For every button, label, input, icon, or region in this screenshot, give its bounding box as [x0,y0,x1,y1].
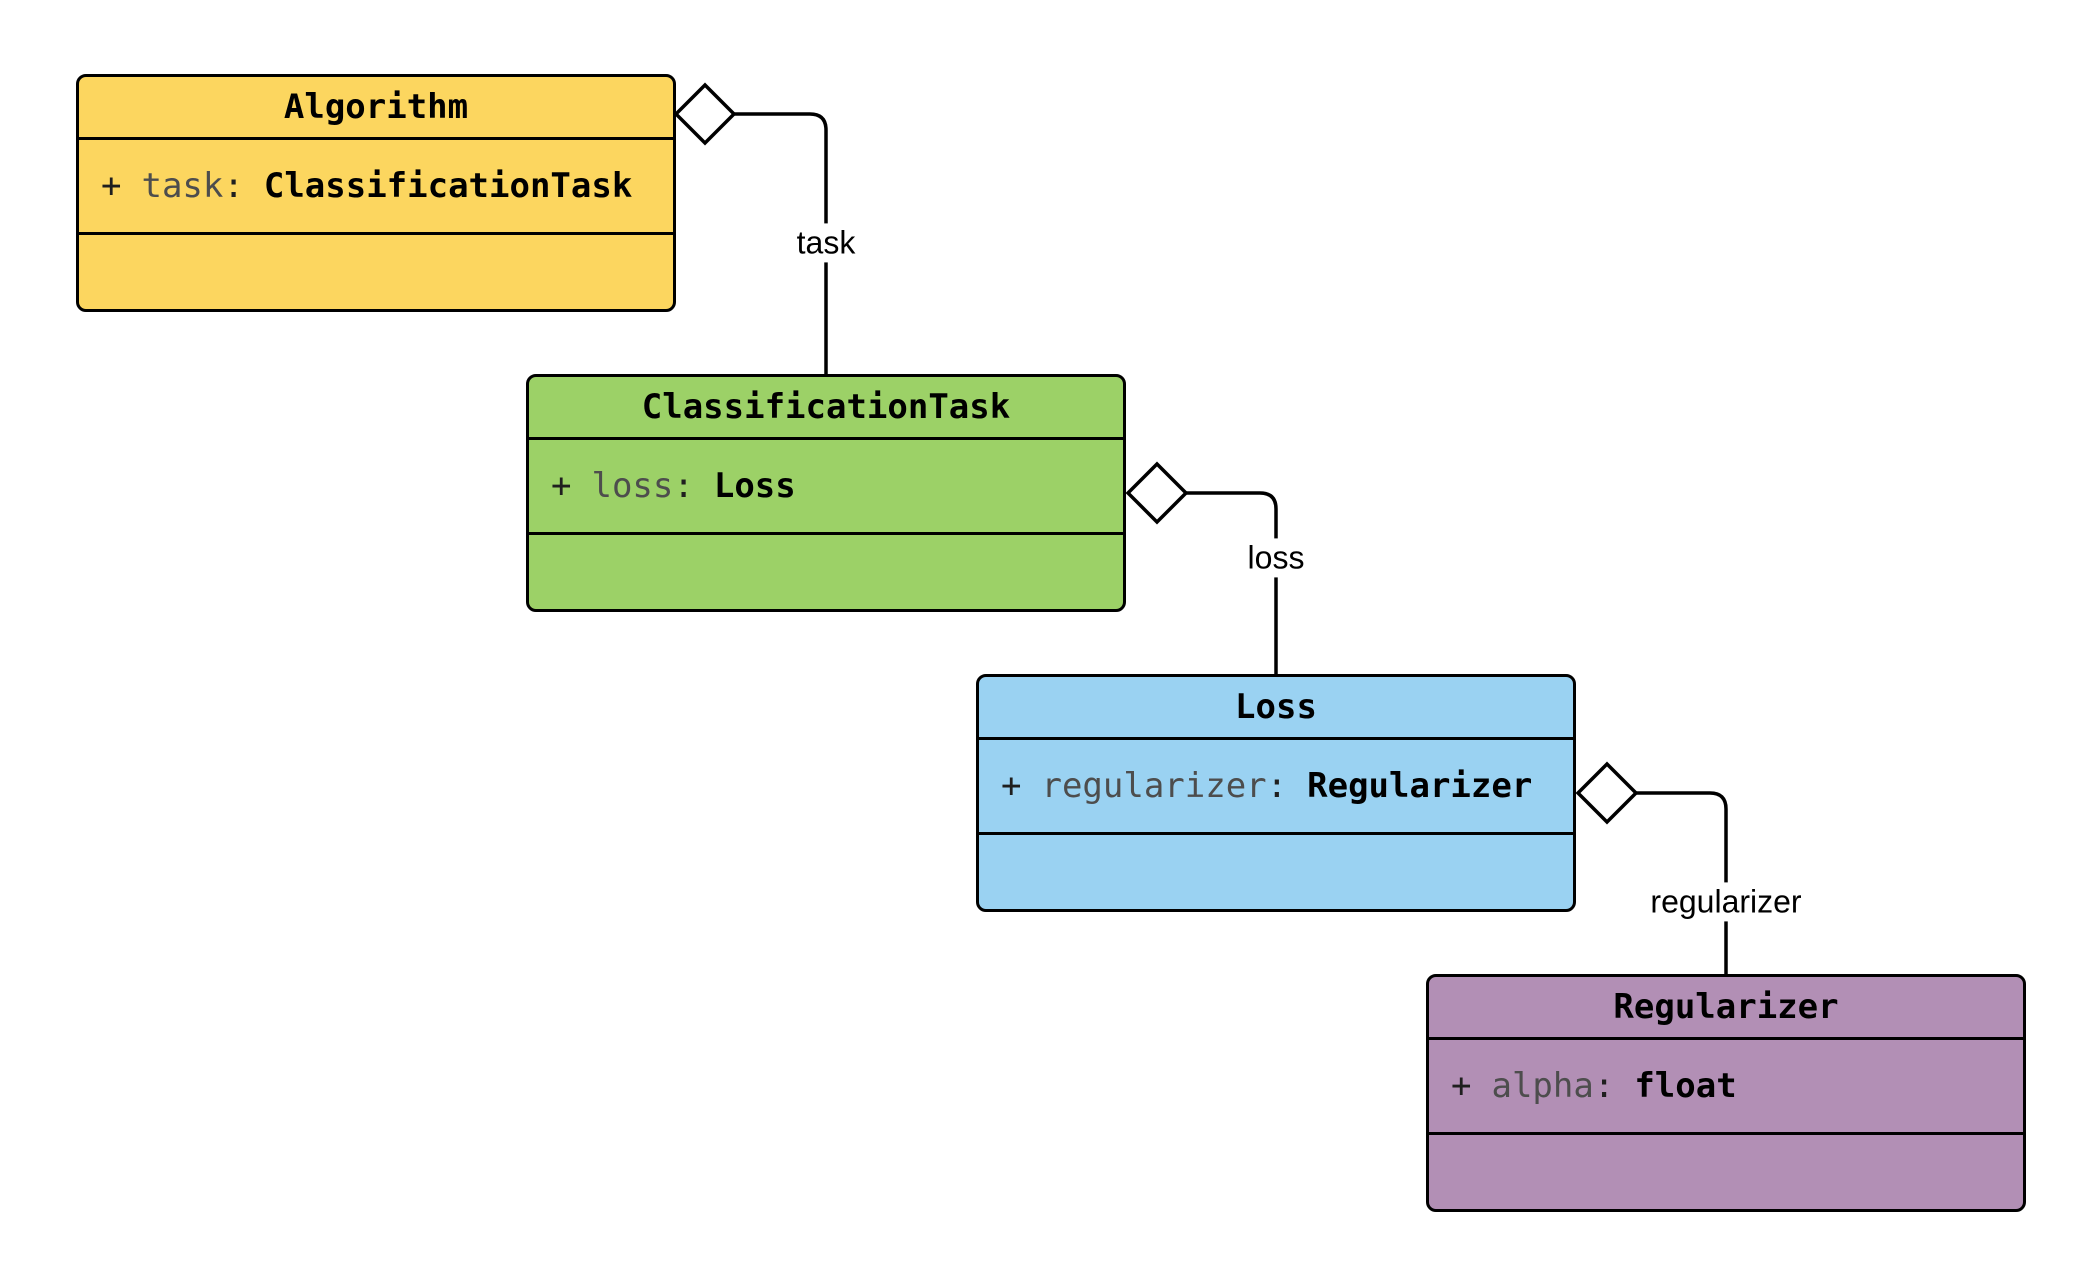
attribute-type: float [1634,1066,1737,1106]
edge-label-loss: loss [1237,538,1315,578]
attribute-type: Loss [713,466,796,506]
attribute-visibility: + [101,166,122,206]
attribute-separator: : [1593,1066,1615,1106]
attribute-separator: : [673,466,694,506]
class-box-classificationtask: ClassificationTask + loss: Loss [526,374,1126,612]
edge-regularizer-line [1636,791,1728,980]
attribute-visibility: + [1001,766,1022,806]
class-methods-empty [1429,1135,2023,1209]
class-attributes: + loss: Loss [529,440,1123,535]
edge-task-line [734,112,828,380]
class-box-regularizer: Regularizer + alpha: float [1426,974,2026,1212]
aggregation-diamond-task-icon [673,82,737,146]
class-methods-empty [79,235,673,309]
class-title: Algorithm [79,77,673,140]
class-methods-empty [979,835,1573,909]
edge-loss-line [1186,491,1278,680]
class-methods-empty [529,535,1123,609]
aggregation-diamond-regularizer-icon [1575,761,1639,825]
edge-label-regularizer: regularizer [1640,882,1812,922]
aggregation-diamond-loss-icon [1125,461,1189,525]
attribute-name: task [141,166,224,206]
class-title: Regularizer [1429,977,2023,1040]
attribute-name: regularizer [1041,766,1267,806]
class-attributes: + regularizer: Regularizer [979,740,1573,835]
attribute-visibility: + [551,466,572,506]
attribute-type: Regularizer [1307,766,1533,806]
attribute-type: ClassificationTask [263,166,633,206]
class-title: Loss [979,677,1573,740]
class-attributes: + alpha: float [1429,1040,2023,1135]
attribute-visibility: + [1451,1066,1472,1106]
class-attributes: + task: ClassificationTask [79,140,673,235]
edge-label-task: task [786,223,866,263]
attribute-name: alpha [1491,1066,1594,1106]
class-box-loss: Loss + regularizer: Regularizer [976,674,1576,912]
attribute-name: loss [591,466,674,506]
attribute-separator: : [223,166,244,206]
attribute-separator: : [1266,766,1288,806]
class-title: ClassificationTask [529,377,1123,440]
class-box-algorithm: Algorithm + task: ClassificationTask [76,74,676,312]
